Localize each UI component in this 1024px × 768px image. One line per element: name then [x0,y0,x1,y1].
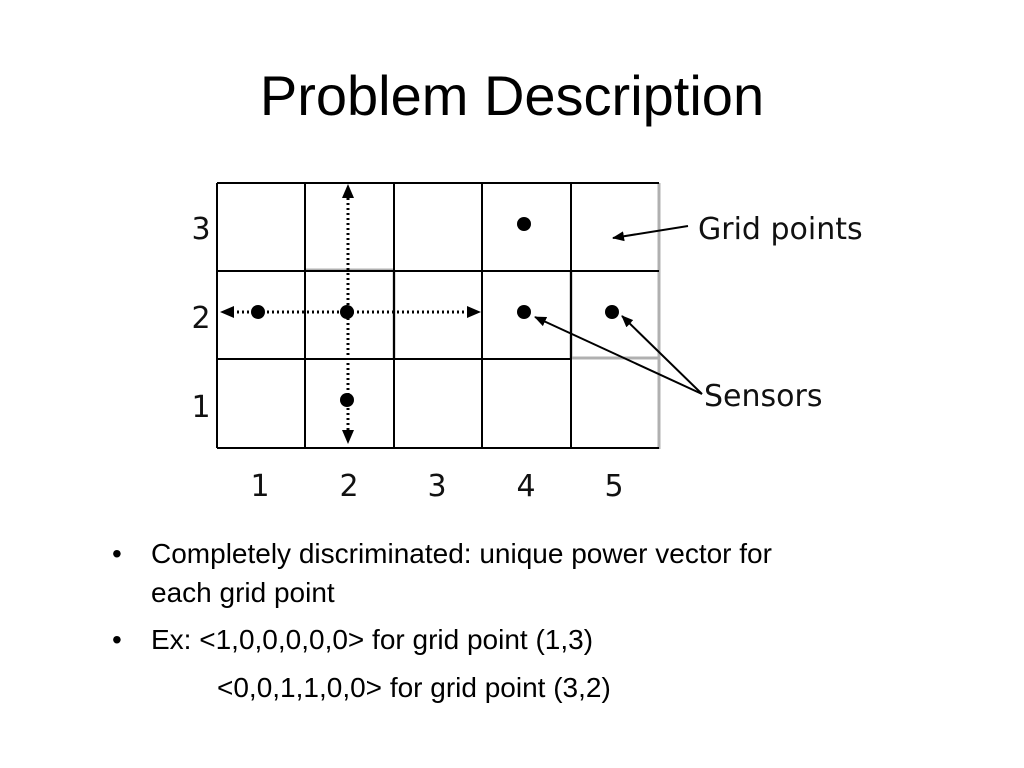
bullet-2-line-1: Ex: <1,0,0,0,0,0> for grid point (1,3) [151,624,594,655]
sensor-point [517,305,531,319]
bullet-item-2: • Ex: <1,0,0,0,0,0> for grid point (1,3)… [112,620,932,707]
row-labels: 3 2 1 [191,212,210,425]
row-label-3: 3 [191,212,210,247]
bullet-dot: • [112,538,122,569]
arrowhead-left-icon [220,306,234,318]
arrowhead-down-icon [342,430,354,444]
bullet-dot: • [112,624,122,655]
col-label-5: 5 [604,469,623,504]
grid-lines [216,182,659,449]
col-label-3: 3 [427,469,446,504]
grid-point [517,217,531,231]
grid-point [340,305,354,319]
slide-title: Problem Description [259,64,765,127]
col-label-1: 1 [250,469,269,504]
grid-point-dots [251,217,619,407]
grid-points-arrow [612,225,689,242]
bullet-1-line-1: Completely discriminated: unique power v… [151,538,772,569]
bullet-list: • Completely discriminated: unique power… [112,534,932,715]
sensor-arrow-2 [621,315,703,395]
row-label-2: 2 [191,301,210,336]
grid-points-label: Grid points [698,212,863,247]
sensor-point [605,305,619,319]
grid-point [251,305,265,319]
arrowhead-up-icon [342,184,354,198]
sensor-arrow-1 [534,316,703,395]
bullet-item-1: • Completely discriminated: unique power… [112,534,932,612]
callout-arrows [534,225,703,395]
grid-point [340,393,354,407]
column-labels: 1 2 3 4 5 [250,469,623,504]
row-label-1: 1 [191,390,210,425]
col-label-2: 2 [339,469,358,504]
bullet-2-line-2: <0,0,1,1,0,0> for grid point (3,2) [217,672,611,703]
arrowhead-right-icon [467,306,481,318]
dotted-arrow-heads [220,184,481,444]
sensors-label: Sensors [704,379,822,414]
bullet-1-line-2: each grid point [151,577,335,608]
col-label-4: 4 [516,469,535,504]
